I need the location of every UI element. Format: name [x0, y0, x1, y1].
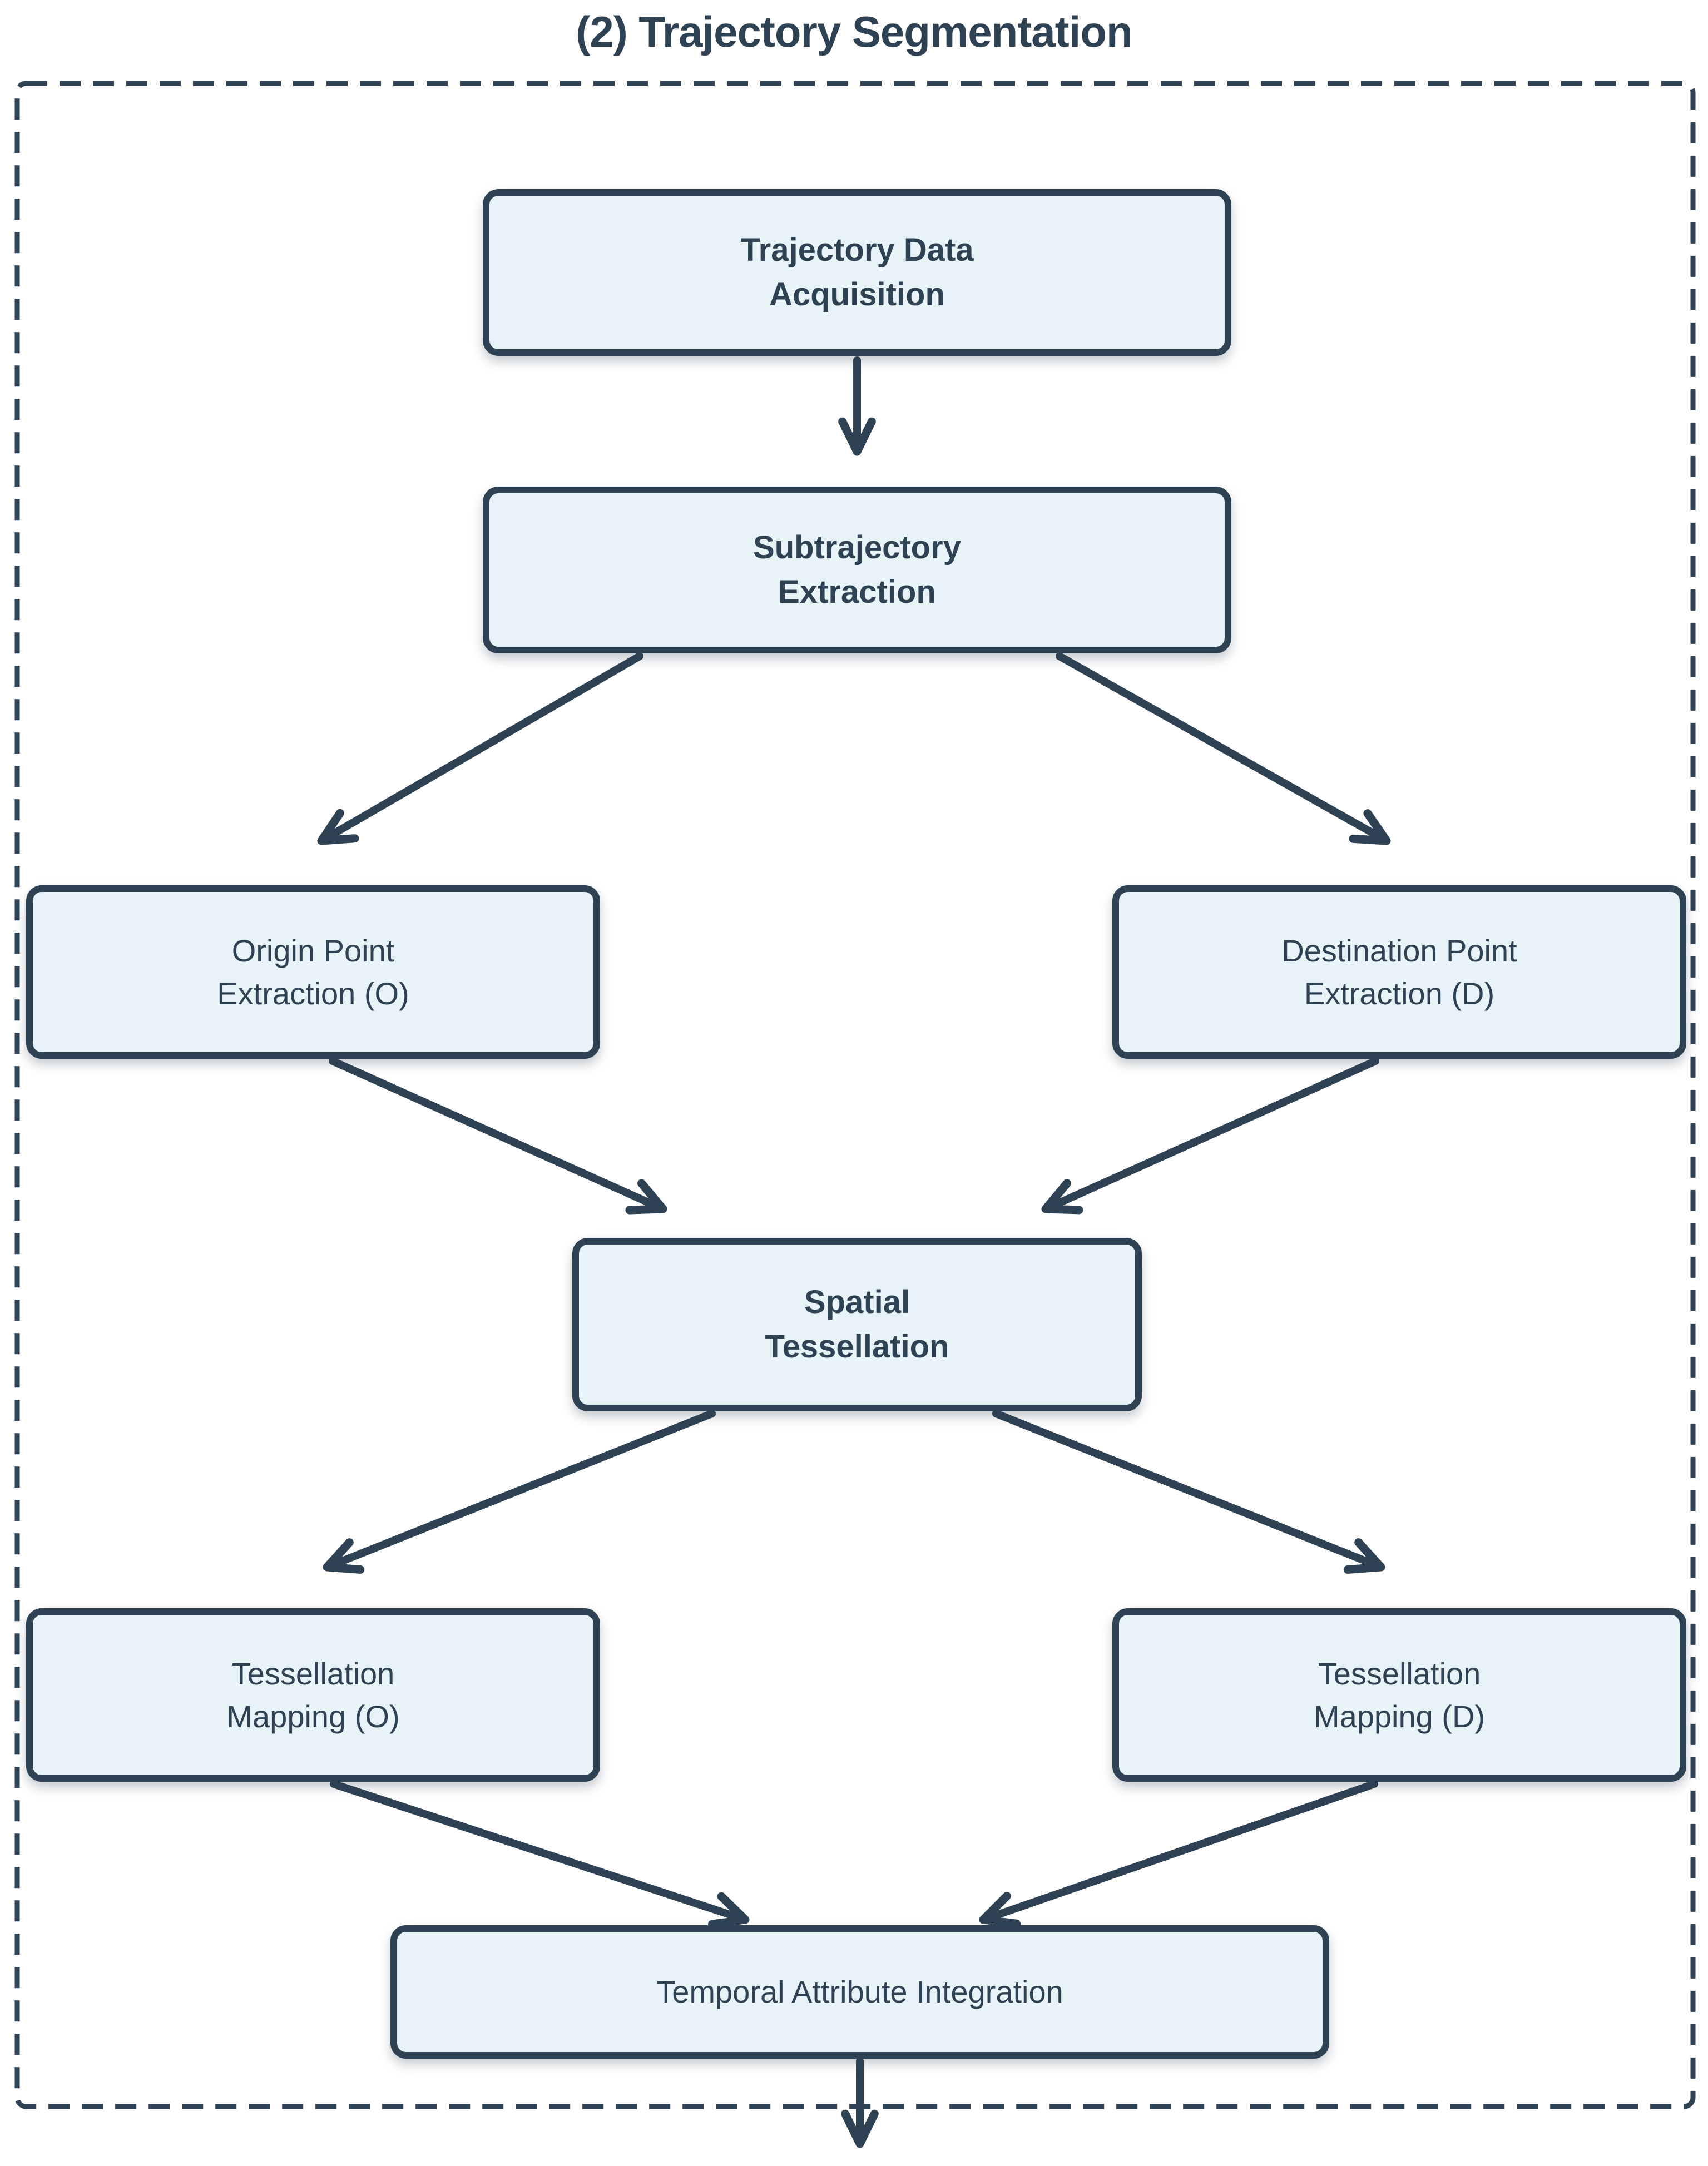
node-tessellation-mapping-o: Tessellation Mapping (O)	[26, 1608, 600, 1782]
node-spatial-tessellation: Spatial Tessellation	[572, 1238, 1142, 1411]
arrowhead-icon	[1041, 1179, 1083, 1215]
node-temporal-attribute-integration: Temporal Attribute Integration	[390, 1925, 1329, 2059]
node-label-line: Temporal Attribute Integration	[656, 1974, 1063, 2010]
node-subtrajectory-extraction: Subtrajectory Extraction	[483, 487, 1231, 653]
arrowhead-icon	[838, 417, 876, 456]
arrowhead-icon	[323, 1538, 365, 1574]
node-label-line: Tessellation	[1318, 1656, 1481, 1691]
node-label-line: Extraction	[778, 574, 936, 610]
node-label-line: Subtrajectory	[753, 529, 961, 566]
edge-spatial-tessellation_d	[992, 1410, 1385, 1574]
node-label-line: Acquisition	[769, 276, 945, 313]
edge-tessellation_o-temporal	[330, 1780, 750, 1929]
edge-acquisition-subtrajectory	[838, 356, 876, 456]
arrowhead-icon	[625, 1179, 667, 1215]
arrowhead-icon	[1343, 1538, 1385, 1574]
edge-subtrajectory-origin	[317, 652, 643, 845]
node-origin-point-extraction: Origin Point Extraction (O)	[26, 885, 600, 1059]
edge-destination-spatial	[1041, 1057, 1379, 1215]
node-label-line: Mapping (O)	[226, 1699, 400, 1734]
node-label-line: Trajectory Data	[740, 231, 974, 268]
node-label-line: Origin Point	[231, 933, 395, 968]
node-label-line: Tessellation	[765, 1329, 949, 1365]
edge-temporal-outside	[841, 2057, 879, 2148]
edge-subtrajectory-destination	[1056, 652, 1391, 845]
node-trajectory-data-acquisition: Trajectory Data Acquisition	[483, 189, 1231, 356]
node-label-line: Extraction (D)	[1304, 976, 1495, 1011]
edge-origin-spatial	[329, 1057, 667, 1215]
node-label-line: Destination Point	[1281, 933, 1517, 968]
node-label-line: Spatial	[804, 1283, 910, 1320]
node-label-line: Mapping (D)	[1313, 1699, 1486, 1734]
node-destination-point-extraction: Destination Point Extraction (D)	[1112, 885, 1686, 1059]
arrowhead-icon	[317, 809, 359, 845]
dashed-frame	[14, 81, 1696, 2109]
arrowhead-icon	[1349, 809, 1391, 845]
node-label-line: Extraction (O)	[217, 976, 409, 1011]
node-tessellation-mapping-d: Tessellation Mapping (D)	[1112, 1608, 1686, 1782]
node-label-line: Tessellation	[231, 1656, 395, 1691]
arrowhead-icon	[841, 2109, 879, 2148]
arrowhead-icon	[979, 1892, 1021, 1928]
diagram-title: (2) Trajectory Segmentation	[576, 7, 1132, 56]
edge-spatial-tessellation_o	[323, 1410, 716, 1574]
arrowhead-icon	[708, 1892, 750, 1929]
edge-tessellation_d-temporal	[979, 1780, 1378, 1928]
